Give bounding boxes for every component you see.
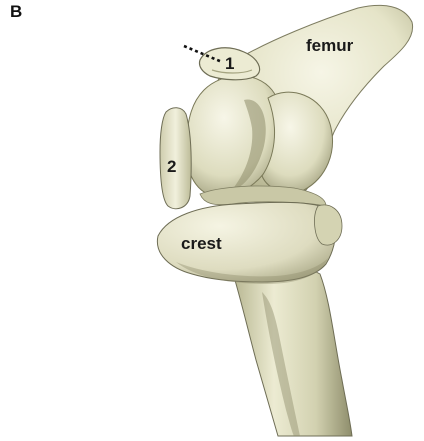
panel-letter: B [10, 2, 22, 22]
femur-label: femur [306, 37, 353, 54]
marker-1-label: 1 [225, 55, 234, 72]
fibula-head [315, 205, 342, 245]
marker-2-label: 2 [167, 158, 176, 175]
crest-label: crest [181, 235, 222, 252]
